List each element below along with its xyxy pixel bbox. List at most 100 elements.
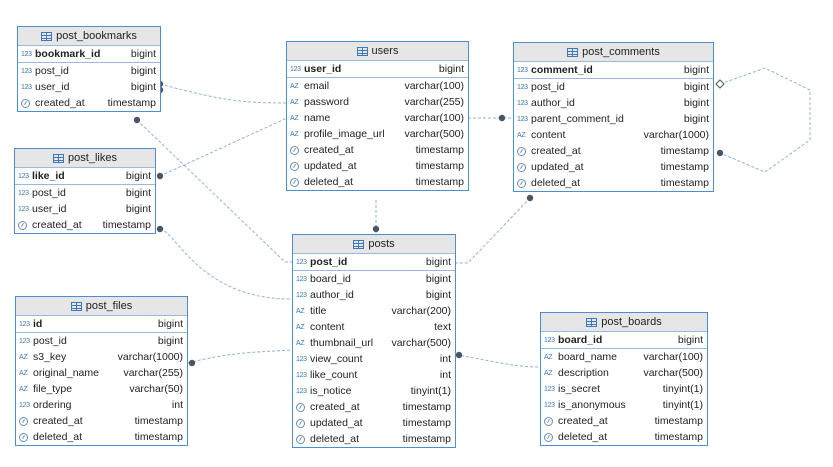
column-type: int [171, 399, 183, 411]
column-name: created_at [531, 145, 581, 157]
column-name: created_at [33, 415, 83, 427]
column-row[interactable]: created_at timestamp [16, 413, 187, 429]
column-row[interactable]: created_at timestamp [514, 143, 713, 159]
column-type: bigint [425, 289, 451, 301]
table-header[interactable]: posts [293, 235, 455, 254]
column-type: bigint [425, 273, 451, 285]
numeric-type-icon: 123 [18, 172, 29, 180]
numeric-type-icon: 123 [21, 83, 32, 91]
table-header[interactable]: post_comments [514, 43, 713, 62]
column-name: id [33, 318, 43, 330]
endpoint-dot [716, 149, 724, 157]
text-type-icon: AZ [290, 98, 299, 106]
table-header[interactable]: post_likes [15, 149, 155, 168]
column-type: int [439, 353, 451, 365]
column-type: varchar(100) [404, 80, 464, 92]
table-header[interactable]: post_boards [541, 313, 707, 332]
timestamp-icon [296, 418, 305, 428]
table-header[interactable]: post_bookmarks [18, 27, 160, 46]
column-type: int [439, 369, 451, 381]
text-type-icon: AZ [19, 353, 28, 361]
numeric-type-icon: 123 [517, 83, 528, 91]
numeric-type-icon: 123 [544, 385, 555, 393]
table-name: post_bookmarks [56, 30, 137, 42]
table-name: post_files [85, 300, 133, 312]
column-type: bigint [683, 64, 709, 76]
numeric-type-icon: 123 [290, 65, 301, 73]
column-name: is_anonymous [558, 399, 626, 411]
column-name: post_id [310, 256, 348, 268]
column-type: varchar(100) [404, 112, 464, 124]
column-type: bigint [157, 335, 183, 347]
column-type: varchar(1000) [643, 129, 709, 141]
column-name: board_id [310, 273, 351, 285]
column-type: timestamp [134, 415, 183, 427]
table-icon [53, 153, 65, 163]
column-type: varchar(100) [643, 351, 703, 363]
column-type: timestamp [660, 145, 709, 157]
table-header[interactable]: users [287, 42, 468, 61]
endpoint-dot [372, 225, 380, 233]
column-type: bigint [130, 48, 156, 60]
endpoint-dot [133, 116, 141, 124]
table-header[interactable]: post_files [16, 297, 187, 316]
